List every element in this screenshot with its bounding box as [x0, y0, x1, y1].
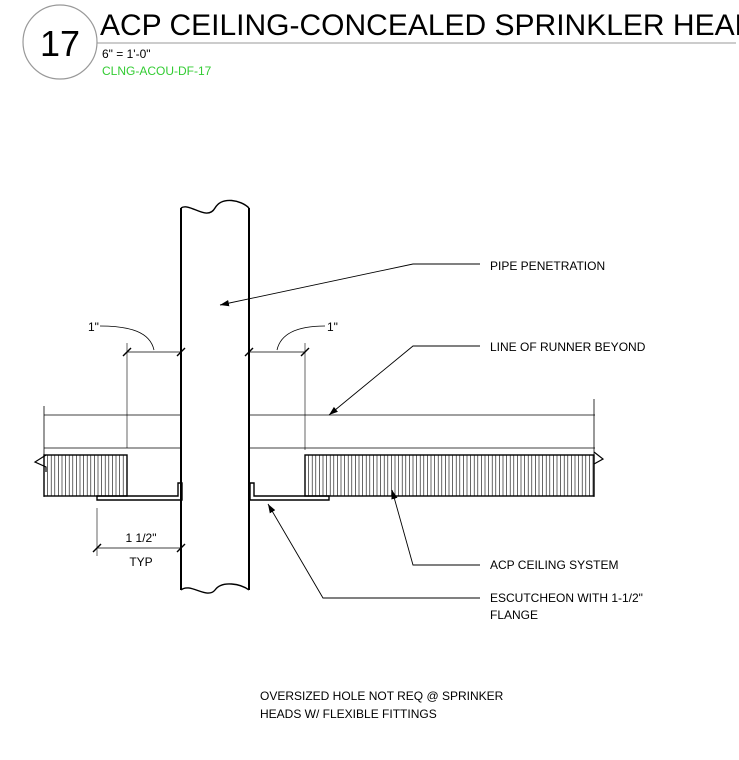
leader-runner: [328, 345, 480, 416]
break-symbol-right: [593, 451, 605, 465]
detail-title: ACP CEILING-CONCEALED SPRINKLER HEAD: [100, 9, 739, 42]
dimension-right-clearance: [244, 325, 326, 450]
detail-number-bubble: [22, 4, 98, 80]
note-line-2: HEADS W/ FLEXIBLE FITTINGS: [260, 707, 437, 721]
dimension-left-label: 1": [88, 320, 99, 334]
leader-pipe-penetration: [219, 263, 480, 307]
callout-runner: LINE OF RUNNER BEYOND: [490, 340, 646, 354]
escutcheon-right: [249, 482, 330, 501]
dimension-left-clearance: [99, 325, 186, 448]
detail-code: CLNG-ACOU-DF-17: [102, 64, 212, 78]
dimension-flange: [92, 508, 186, 556]
sprinkler-pipe: [180, 199, 250, 594]
ceiling-panel-right: [304, 454, 595, 497]
detail-scale: 6" = 1'-0": [102, 47, 151, 61]
callout-pipe-penetration: PIPE PENETRATION: [490, 259, 605, 273]
callout-ceiling-system: ACP CEILING SYSTEM: [490, 558, 618, 572]
dimension-flange-note: TYP: [129, 555, 152, 569]
dimension-flange-label: 1 1/2": [126, 531, 157, 545]
runner-lines: [43, 399, 595, 497]
break-symbol-left: [33, 454, 47, 472]
callout-escutcheon-line2: FLANGE: [490, 608, 538, 622]
leader-ceiling: [391, 489, 480, 566]
ceiling-panel-left: [43, 454, 128, 497]
detail-number: 17: [40, 23, 80, 64]
leader-escutcheon: [267, 503, 480, 599]
callout-escutcheon-line1: ESCUTCHEON WITH 1-1/2": [490, 591, 643, 605]
escutcheon-left: [96, 482, 183, 501]
dimension-right-label: 1": [327, 320, 338, 334]
note-line-1: OVERSIZED HOLE NOT REQ @ SPRINKER: [260, 689, 504, 703]
